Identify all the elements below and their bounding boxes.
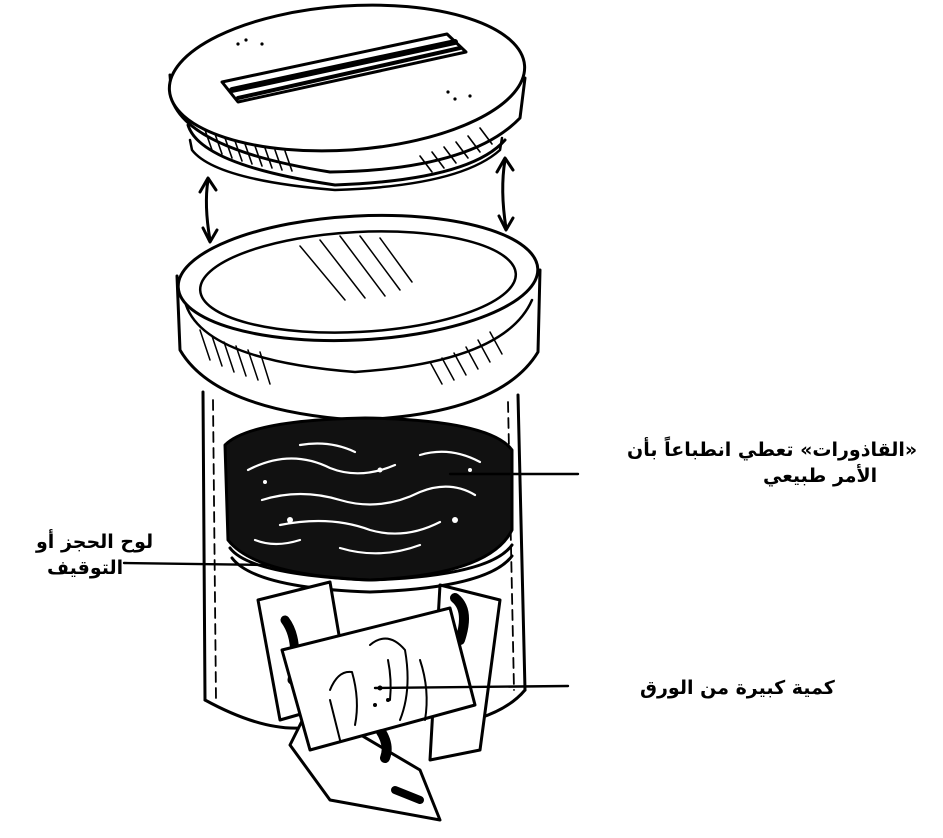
left-double-arrow	[200, 178, 217, 242]
paper-bundle	[258, 582, 500, 820]
lid	[164, 0, 529, 190]
paper-label-line-1: كمية كبيرة من الورق	[640, 676, 835, 702]
baffle-label: لوح الحجز أو التوقيف	[36, 530, 153, 581]
naphthalene-label: «القاذورات» تعطي انطباعاً بأن الأمر طبيع…	[627, 438, 917, 489]
naphthalene-layer	[225, 418, 512, 580]
naphthalene-label-line-1: «القاذورات» تعطي انطباعاً بأن	[627, 438, 917, 464]
naphthalene-label-line-2: الأمر طبيعي	[627, 464, 917, 490]
right-double-arrow	[497, 158, 513, 230]
baffle-label-line-2: التوقيف	[36, 556, 153, 582]
baffle-label-line-1: لوح الحجز أو	[36, 530, 153, 556]
paper-label: كمية كبيرة من الورق	[640, 676, 835, 702]
container-rim	[175, 207, 541, 420]
